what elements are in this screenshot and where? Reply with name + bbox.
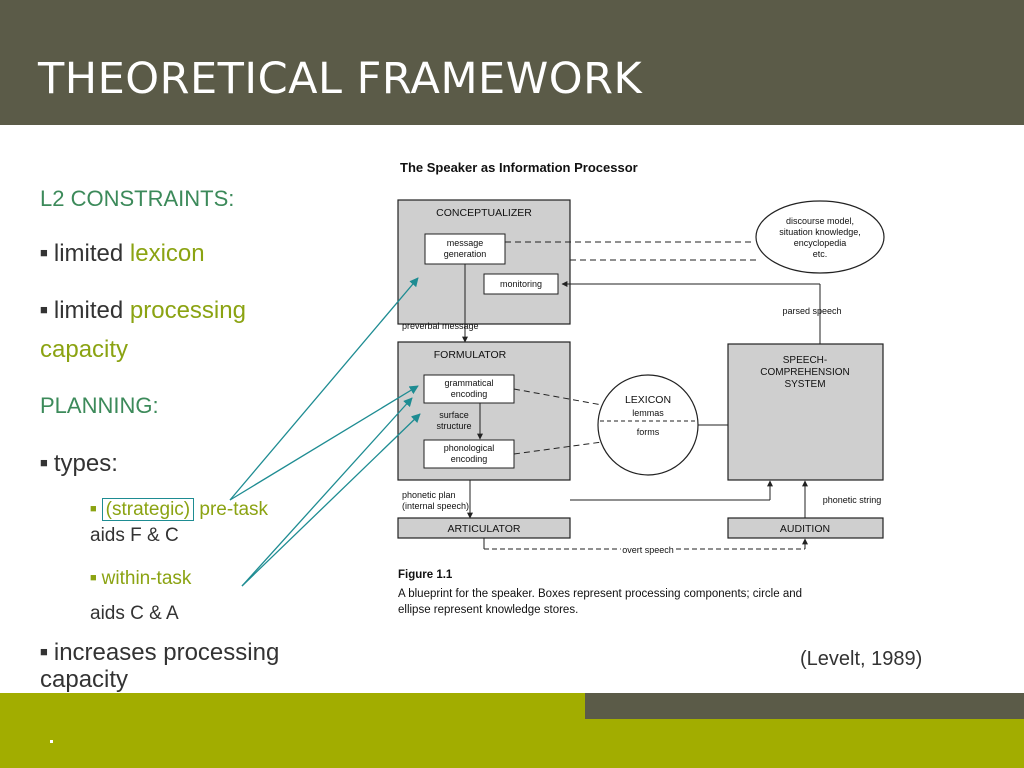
bullet-marker: ■ (40, 455, 48, 470)
sub-bullet-within-task: ■ within-task (90, 568, 191, 590)
bullet-text: types: (53, 450, 118, 477)
message-generation-label-1: message (447, 238, 484, 248)
discourse-label-3: encyclopedia (794, 238, 847, 248)
articulator-label: ARTICULATOR (448, 523, 521, 535)
teal-arrow-strategic-to-formulator (229, 385, 419, 501)
bullet-marker: ■ (40, 644, 48, 659)
bullet-text: limited (53, 240, 130, 267)
highlight-text: lexicon (129, 240, 205, 267)
grammatical-label-2: encoding (451, 389, 488, 399)
strategic-boxed-label: (strategic) (101, 498, 195, 521)
speech-comp-label-1: SPEECH- (783, 355, 827, 366)
bullet-increases-processing: ■ increases processing (40, 639, 279, 667)
phonetic-plan-label-1: phonetic plan (402, 490, 456, 500)
teal-arrow-within-task-1 (241, 397, 413, 587)
phonological-encoding-box (423, 439, 515, 469)
preverbal-message-label: preverbal message (402, 321, 479, 331)
bullet-types: ■ types: (40, 450, 118, 478)
bullet-limited-processing: ■ limited processing (40, 297, 246, 325)
discourse-label-1: discourse model, (786, 216, 854, 226)
speech-comp-label-3: SYSTEM (784, 379, 825, 390)
surface-label-1: surface (439, 410, 469, 420)
audition-label: AUDITION (780, 523, 830, 535)
message-generation-label-2: generation (444, 249, 487, 259)
sub-bullet-within-task-line2: aids C & A (90, 603, 179, 624)
dashed-link (513, 388, 603, 406)
phonological-label-2: encoding (451, 454, 488, 464)
formulator-label: FORMULATOR (434, 349, 507, 361)
lemmas-label: lemmas (632, 408, 664, 418)
conceptualizer-label: CONCEPTUALIZER (436, 207, 532, 219)
title-bar: THEORETICAL FRAMEWORK (0, 0, 1024, 125)
bullet-marker: ■ (90, 572, 97, 584)
bullet-marker: ■ (40, 245, 48, 260)
figure-caption-line1: A blueprint for the speaker. Boxes repre… (398, 588, 802, 600)
figure-caption-line2: ellipse represent knowledge stores. (398, 604, 578, 616)
monitoring-label: monitoring (500, 279, 542, 289)
phonological-label-1: phonological (444, 443, 495, 453)
bullet-text: limited (53, 297, 130, 324)
lexicon-label: LEXICON (625, 394, 671, 406)
grammatical-label-1: grammatical (444, 378, 493, 388)
figure-title: The Speaker as Information Processor (400, 160, 638, 175)
audition-box (727, 517, 884, 539)
overt-speech-label: overt speech (622, 545, 674, 555)
bullet-marker: ■ (90, 503, 97, 515)
slide-title: THEORETICAL FRAMEWORK (38, 54, 643, 104)
discourse-label-4: etc. (813, 249, 828, 259)
footer-dot (50, 740, 53, 743)
footer-accent-bar (585, 693, 1024, 719)
sub-bullet-pre-task-line2: aids F & C (90, 525, 179, 546)
levelt-speaker-diagram: The Speaker as Information Processor CON… (397, 160, 885, 616)
forms-label: forms (637, 427, 660, 437)
grammatical-encoding-box (423, 374, 515, 404)
l2-constraints-heading: L2 CONSTRAINTS: (40, 186, 235, 211)
highlight-text: processing (129, 297, 246, 324)
sub-bullet-text: within-task (101, 568, 192, 589)
phonetic-string-label: phonetic string (823, 495, 882, 505)
bullet-text: increases processing (53, 639, 280, 666)
teal-arrow-strategic-to-conceptualizer (229, 277, 419, 501)
bullet-limited-processing-line2: capacity (40, 336, 129, 363)
monitoring-box (483, 273, 559, 295)
dashed-link (513, 441, 603, 455)
phonetic-plan-label-2: (internal speech) (402, 501, 469, 511)
discourse-model-ellipse (755, 200, 885, 274)
parsed-speech-label: parsed speech (782, 306, 841, 316)
speech-comp-label-2: COMPREHENSION (760, 367, 849, 378)
discourse-label-2: situation knowledge, (779, 227, 861, 237)
bullet-increases-processing-line2: capacity (40, 666, 129, 693)
speech-comprehension-box (727, 343, 884, 481)
message-generation-box (424, 233, 506, 265)
teal-arrow-within-task-2 (241, 413, 421, 587)
figure-caption-label: Figure 1.1 (398, 569, 453, 581)
surface-label-2: structure (436, 421, 471, 431)
sub-bullet-pre-task: ■ (strategic) pre-task (90, 498, 269, 521)
planning-heading: PLANNING: (40, 393, 159, 418)
sub-bullet-text: pre-task (194, 499, 269, 520)
bullet-limited-lexicon: ■ limited lexicon (40, 240, 205, 268)
citation: (Levelt, 1989) (800, 648, 923, 670)
bullet-marker: ■ (40, 302, 48, 317)
